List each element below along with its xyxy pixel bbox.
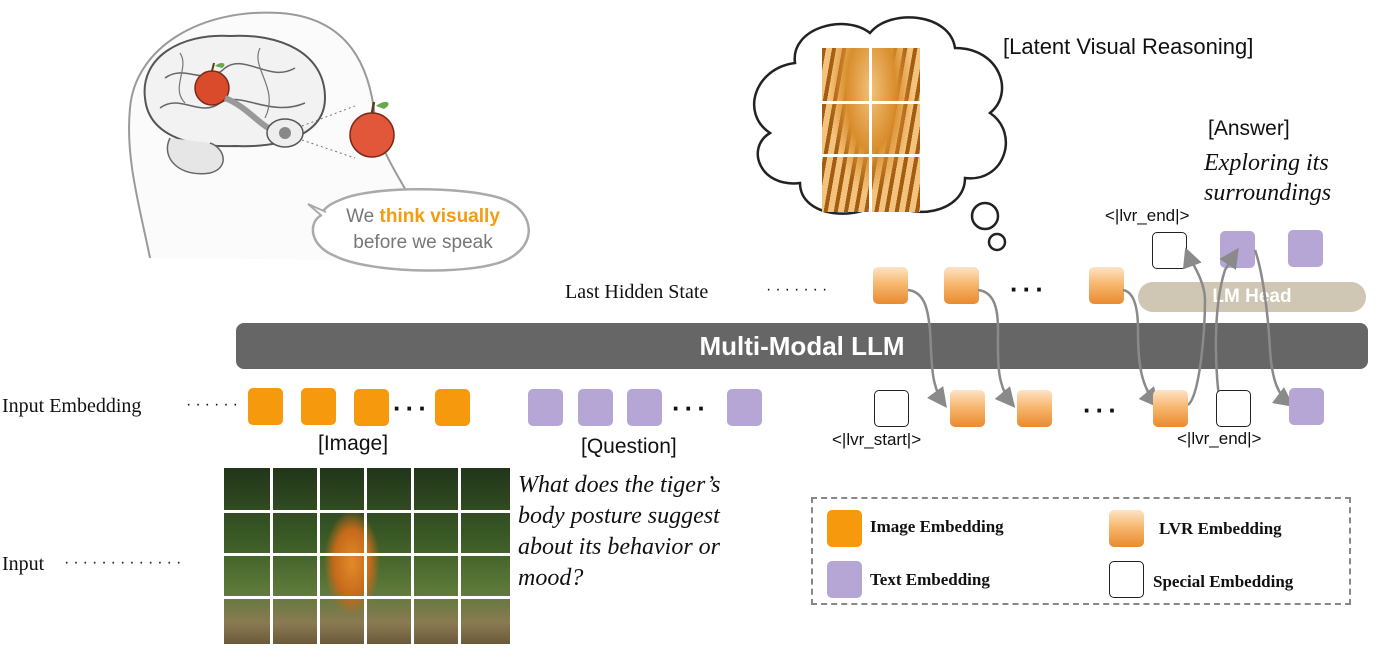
question-line2: body posture suggest — [518, 503, 720, 529]
special-embedding-output — [1152, 232, 1187, 269]
multi-modal-llm-bar: Multi-Modal LLM — [236, 323, 1368, 369]
question-group-label: [Question] — [581, 435, 677, 458]
input-label: Input — [2, 553, 45, 575]
hidden-lvr-1 — [873, 267, 908, 304]
input-text-embedding-final — [1289, 388, 1324, 425]
input-embedding-leader: ······ — [186, 396, 242, 413]
answer-line1: Exploring its — [1204, 150, 1329, 176]
lvr-end-token-top: <|lvr_end|> — [1105, 206, 1190, 225]
text-embedding-2 — [578, 389, 613, 426]
input-lvr-1 — [950, 390, 985, 427]
lvr-start-token: <|lvr_start|> — [832, 430, 922, 449]
lvr-start-embedding — [874, 390, 909, 427]
speech-bubble-shape — [307, 187, 530, 272]
question-text: What does the tiger’s body posture sugge… — [518, 470, 720, 594]
answer-text: Exploring its surroundings — [1204, 148, 1331, 208]
image-embedding-3 — [354, 389, 389, 426]
legend-text-swatch — [827, 561, 862, 598]
legend-special-swatch — [1109, 561, 1144, 598]
speech-bubble-text: We think visually before we speak — [328, 204, 518, 256]
image-embedding-4 — [435, 389, 470, 426]
speech-highlight: think visually — [379, 206, 500, 227]
hidden-lvr-2 — [944, 267, 979, 304]
answer-line2: surroundings — [1204, 180, 1332, 206]
hidden-ellipsis: ··· — [1010, 274, 1048, 304]
legend-lvr-swatch — [1109, 510, 1144, 547]
legend-text-label: Text Embedding — [870, 570, 990, 589]
tiger-input-image — [224, 468, 510, 644]
legend-lvr-label: LVR Embedding — [1159, 519, 1282, 538]
speech-line2: before we speak — [353, 232, 493, 253]
lvr-end-token-bottom: <|lvr_end|> — [1177, 429, 1262, 448]
text-embedding-4 — [727, 389, 762, 426]
legend-special-label: Special Embedding — [1153, 572, 1294, 591]
input-lvr-2 — [1017, 390, 1052, 427]
text-embedding-3 — [627, 389, 662, 426]
question-line3: about its behavior or — [518, 534, 720, 560]
image-embedding-1 — [248, 388, 283, 425]
lvr-end-embedding — [1216, 390, 1251, 427]
speech-prefix: We — [346, 206, 375, 227]
last-hidden-state-label: Last Hidden State — [565, 281, 709, 303]
image-embedding-ellipsis: ··· — [393, 393, 431, 423]
text-embedding-output-1 — [1220, 231, 1255, 268]
lm-head: LM Head — [1138, 282, 1366, 312]
input-embedding-label: Input Embedding — [2, 395, 142, 417]
legend-image-swatch — [827, 510, 862, 547]
text-embedding-ellipsis: ··· — [672, 393, 710, 423]
hidden-lvr-3 — [1089, 267, 1124, 304]
image-group-label: [Image] — [318, 432, 389, 455]
latent-visual-reasoning-label: [Latent Visual Reasoning] — [1003, 34, 1254, 59]
text-embedding-1 — [528, 389, 563, 426]
lvr-tiger-crops — [822, 48, 920, 212]
text-embedding-output-2 — [1288, 230, 1323, 267]
input-leader: ············· — [64, 554, 186, 571]
legend-image-label: Image Embedding — [870, 517, 1004, 536]
question-line4: mood? — [518, 565, 584, 591]
question-line1: What does the tiger’s — [518, 472, 721, 498]
input-lvr-3 — [1153, 390, 1188, 427]
image-embedding-2 — [301, 388, 336, 425]
answer-label: [Answer] — [1208, 117, 1290, 140]
input-lvr-ellipsis: ··· — [1083, 395, 1121, 425]
last-hidden-state-leader: ······· — [766, 281, 832, 298]
legend: Image Embedding LVR Embedding Text Embed… — [811, 497, 1351, 605]
head-sketch-illustration — [128, 11, 412, 261]
